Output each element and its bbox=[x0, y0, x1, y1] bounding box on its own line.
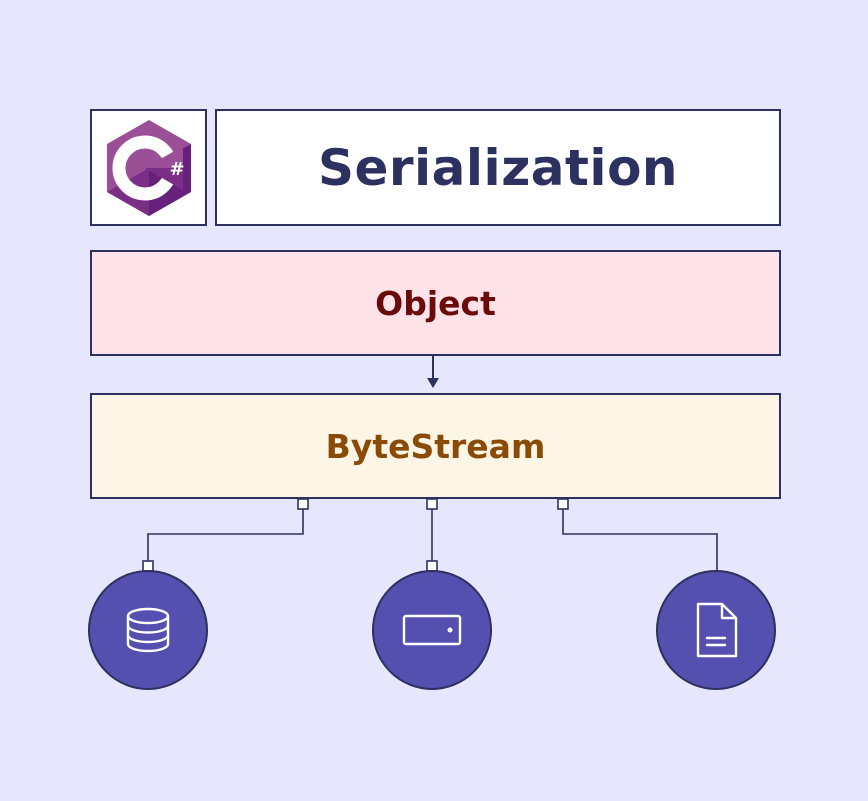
title-box: Serialization bbox=[215, 109, 781, 226]
file-icon bbox=[696, 602, 738, 658]
database-icon bbox=[126, 607, 170, 653]
stream-to-device-connector bbox=[426, 498, 438, 572]
csharp-logo-icon: # bbox=[106, 119, 191, 216]
database-node bbox=[88, 570, 208, 690]
object-label: Object bbox=[375, 283, 496, 323]
storage-device-icon bbox=[402, 614, 462, 646]
object-to-stream-arrow bbox=[427, 356, 439, 388]
bytestream-box: ByteStream bbox=[90, 393, 781, 499]
stream-to-file-connector bbox=[557, 498, 718, 571]
stream-to-database-connector bbox=[142, 498, 309, 572]
object-box: Object bbox=[90, 250, 781, 356]
storage-device-node bbox=[372, 570, 492, 690]
svg-text:#: # bbox=[169, 159, 184, 180]
csharp-logo-box: # bbox=[90, 109, 207, 226]
file-node bbox=[656, 570, 776, 690]
bytestream-label: ByteStream bbox=[325, 426, 546, 466]
page-title: Serialization bbox=[317, 138, 679, 197]
